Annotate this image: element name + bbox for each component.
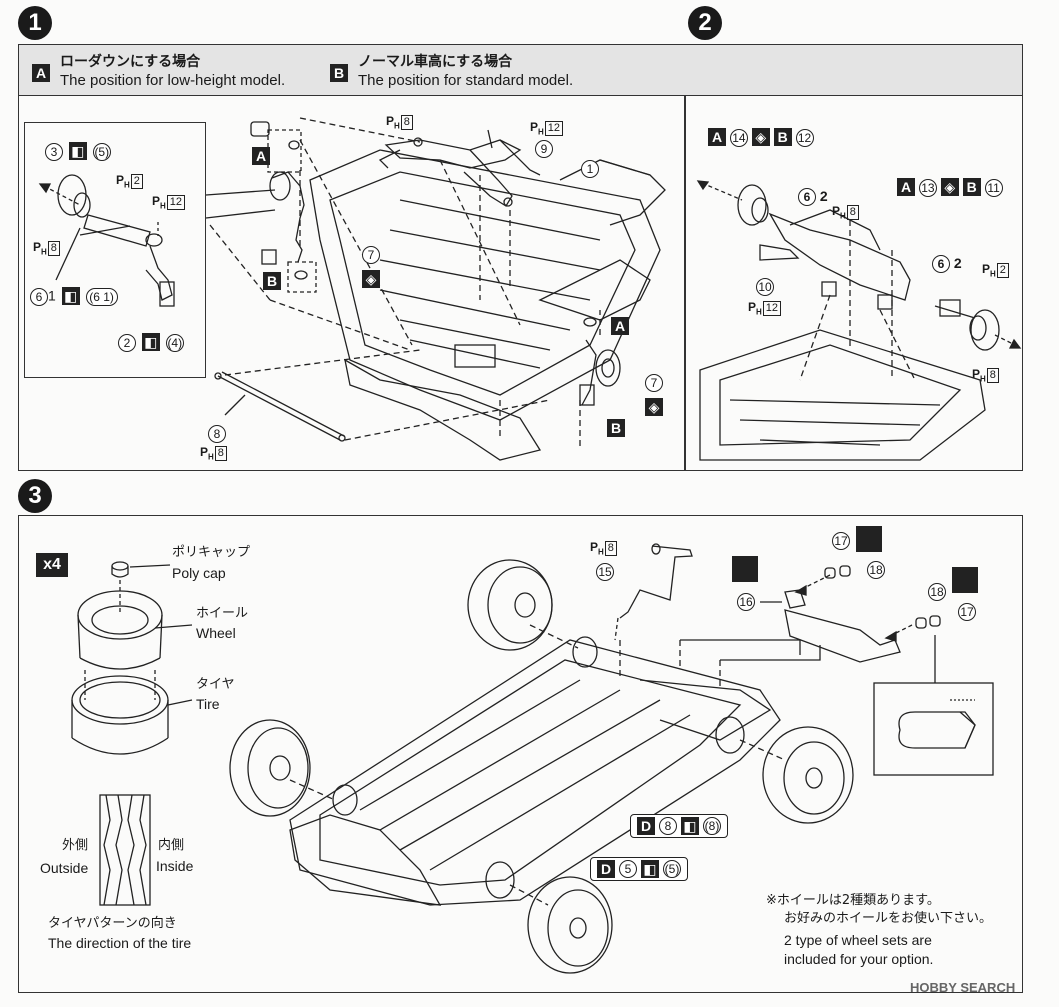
part-9-label: 9 <box>535 140 553 158</box>
part-7b-label: 7 <box>645 374 663 392</box>
step2-row-2: A 13 ◈ B 11 <box>897 178 1003 197</box>
inside-english: Inside <box>156 858 194 874</box>
step2-part-6-top: 6 2 <box>798 188 828 207</box>
paint-icon-18 <box>952 567 978 593</box>
tire-japanese: タイヤ <box>196 677 235 692</box>
wheel-japanese: ホイール <box>196 606 249 621</box>
part-17a-label: 17 <box>832 532 850 550</box>
part-1-label: 1 <box>581 160 599 178</box>
callout-d-8: D 8 ◧ (8) <box>630 814 728 838</box>
mode-b-box: B <box>330 64 348 82</box>
step2-part-10: 10 <box>756 278 774 296</box>
watermark: HOBBY SEARCH <box>910 980 1016 995</box>
inset-part-3-label: 3 ◧ (5) <box>45 142 111 161</box>
part-17b-label: 17 <box>958 603 976 621</box>
part-18b-label: 18 <box>928 583 946 601</box>
step-1-inset-box <box>24 122 206 378</box>
step-1-number: 1 <box>18 6 52 40</box>
mode-a-box: A <box>32 64 50 82</box>
tire-direction-english: The direction of the tire <box>48 935 192 951</box>
note-japanese-2: お好みのホイールをお使い下さい。 <box>784 911 993 926</box>
note-english-1: 2 type of wheel sets are <box>784 932 932 948</box>
part-8-label: 8 <box>208 425 226 443</box>
wheel-english: Wheel <box>196 625 236 641</box>
part-18a-label: 18 <box>867 561 885 579</box>
inset-part-2-label: 2 ◧ (4) <box>118 333 184 352</box>
option-a-box-right: A <box>611 317 629 335</box>
tire-direction-japanese: タイヤパターンの向き <box>48 916 177 931</box>
tire-english: Tire <box>196 696 220 712</box>
quantity-badge: x4 <box>36 553 68 577</box>
step-3-panel <box>18 515 1023 993</box>
header-band <box>19 45 1022 96</box>
mode-b-english: The position for standard model. <box>358 72 574 89</box>
step-2-number: 2 <box>688 6 722 40</box>
paint-icon-16 <box>732 556 758 582</box>
note-japanese-1: ※ホイールは2種類あります。 <box>766 893 940 908</box>
option-a-box: A <box>252 147 270 165</box>
note-english-2: included for your option. <box>784 951 934 967</box>
poly-cap-english: Poly cap <box>172 565 226 581</box>
poly-cap-japanese: ポリキャップ <box>172 545 251 560</box>
mode-b-japanese: ノーマル車高にする場合 <box>358 54 513 70</box>
part-15-label: 15 <box>596 563 614 581</box>
outside-english: Outside <box>40 860 89 876</box>
step-3-number: 3 <box>18 479 52 513</box>
part-7a-label: 7 <box>362 246 380 264</box>
step2-row-1: A 14 ◈ B 12 <box>708 128 814 147</box>
outside-japanese: 外側 <box>62 838 89 853</box>
paint-icon-17 <box>856 526 882 552</box>
step-divider <box>684 95 686 470</box>
part-7a-symbol: ◈ <box>362 270 380 288</box>
step2-part-6-bottom: 6 2 <box>932 255 962 274</box>
option-b-box-right: B <box>607 419 625 437</box>
inside-japanese: 内側 <box>158 838 185 853</box>
step-1-2-panel <box>18 44 1023 471</box>
mode-a-english: The position for low-height model. <box>60 72 286 89</box>
part-16-label: 16 <box>737 593 755 611</box>
callout-d-5: D 5 ◧ (5) <box>590 857 688 881</box>
option-b-box: B <box>263 272 281 290</box>
part-7b-symbol: ◈ <box>645 398 663 416</box>
mode-a-japanese: ローダウンにする場合 <box>60 54 201 70</box>
